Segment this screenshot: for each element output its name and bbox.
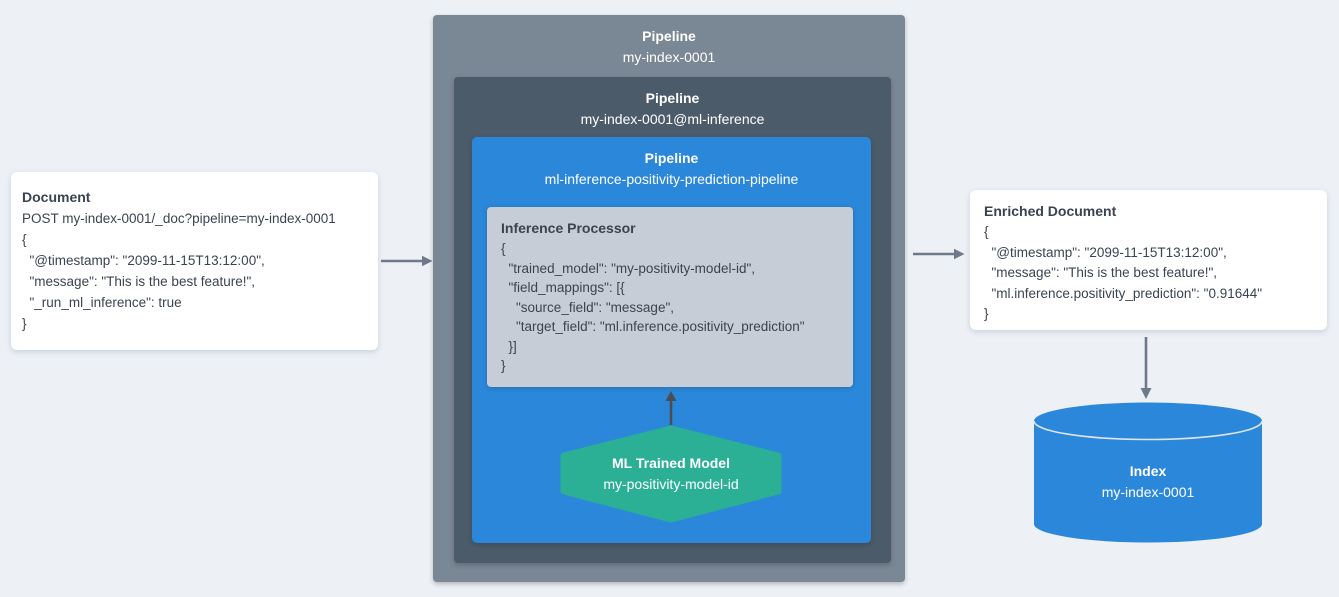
inference-processor-title: Inference Processor (501, 220, 636, 236)
inference-processor-code: { "trained_model": "my-positivity-model-… (501, 241, 805, 373)
arrow-right-icon (913, 248, 965, 260)
database-icon (1033, 402, 1263, 543)
pipeline-outer-name: my-index-0001 (622, 49, 716, 65)
pipeline-prediction-box: Pipeline ml-inference-positivity-predict… (472, 137, 871, 543)
enriched-document-card: Enriched Document { "@timestamp": "2099-… (970, 190, 1327, 330)
enriched-document-code: { "@timestamp": "2099-11-15T13:12:00", "… (984, 224, 1263, 321)
hexagon-icon (560, 425, 782, 523)
index-title: Index (1129, 462, 1167, 479)
pipeline-outer-header: Pipeline my-index-0001 (433, 15, 905, 68)
document-card: Document POST my-index-0001/_doc?pipelin… (11, 172, 378, 350)
pipeline-prediction-title: Pipeline (644, 150, 699, 166)
enriched-document-title: Enriched Document (984, 203, 1117, 219)
ml-trained-model-label: ML Trained Model my-positivity-model-id (559, 425, 783, 523)
inference-processor-box: Inference Processor { "trained_model": "… (487, 207, 853, 387)
pipeline-ml-inference-box: Pipeline my-index-0001@ml-inference Pipe… (454, 77, 891, 563)
ml-trained-model-node: ML Trained Model my-positivity-model-id (559, 425, 783, 523)
index-name: my-index-0001 (1101, 483, 1195, 500)
document-card-code: POST my-index-0001/_doc?pipeline=my-inde… (22, 211, 336, 331)
pipeline-prediction-name: ml-inference-positivity-prediction-pipel… (544, 171, 799, 187)
pipeline-outer-title: Pipeline (642, 28, 696, 44)
arrow-down-icon (1140, 337, 1152, 399)
ml-trained-model-name: my-positivity-model-id (603, 476, 739, 492)
index-node: Index my-index-0001 (1033, 402, 1263, 543)
index-label: Index my-index-0001 (1033, 402, 1263, 543)
pipeline-outer-box: Pipeline my-index-0001 Pipeline my-index… (433, 15, 905, 582)
ml-trained-model-title: ML Trained Model (612, 455, 730, 471)
arrow-up-icon (665, 391, 677, 425)
arrow-right-icon (381, 255, 433, 267)
pipeline-ml-inference-name: my-index-0001@ml-inference (580, 111, 765, 127)
pipeline-ml-inference-header: Pipeline my-index-0001@ml-inference (454, 77, 891, 130)
pipeline-prediction-header: Pipeline ml-inference-positivity-predict… (472, 137, 871, 190)
pipeline-ml-inference-title: Pipeline (645, 90, 700, 106)
document-card-title: Document (22, 189, 91, 205)
